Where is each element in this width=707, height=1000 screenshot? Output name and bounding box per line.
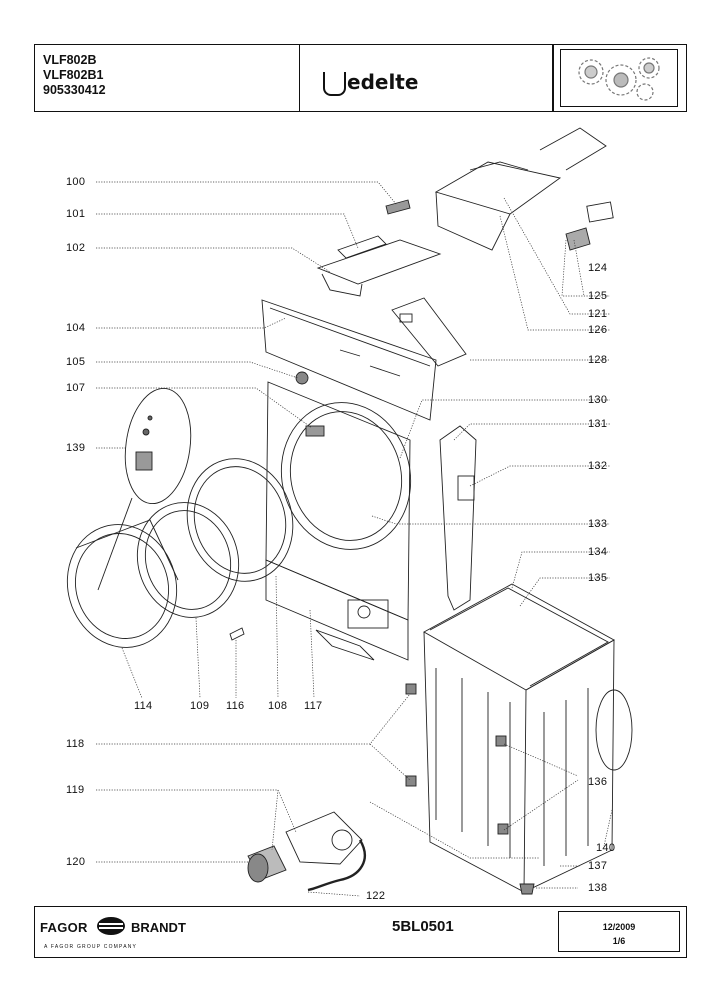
model-numbers: VLF802B VLF802B1 905330412 — [43, 53, 106, 98]
brand-logo-text: edelte — [347, 70, 419, 94]
callout-139: 139 — [66, 442, 86, 454]
callout-130: 130 — [588, 394, 608, 406]
callout-121: 121 — [588, 308, 608, 320]
callout-109: 109 — [190, 700, 210, 712]
callout-126: 126 — [588, 324, 608, 336]
callout-133: 133 — [588, 518, 608, 530]
date-page-box: 12/2009 1/6 — [558, 911, 680, 952]
gears-icon — [560, 49, 678, 107]
callout-135: 135 — [588, 572, 608, 584]
model-line: 905330412 — [43, 83, 106, 97]
callout-117: 117 — [304, 700, 323, 712]
maker-name-left: FAGOR — [40, 920, 88, 935]
callout-120: 120 — [66, 856, 86, 868]
model-line: VLF802B1 — [43, 68, 104, 82]
callout-136: 136 — [588, 776, 608, 788]
header-divider — [552, 44, 554, 112]
callout-116: 116 — [226, 700, 245, 712]
document-code: 5BL0501 — [392, 918, 454, 935]
callout-100: 100 — [66, 176, 86, 188]
callout-122: 122 — [366, 890, 386, 902]
callout-108: 108 — [268, 700, 288, 712]
brand-logo-v — [323, 72, 346, 96]
header-divider — [299, 44, 300, 112]
document-date: 12/2009 — [602, 922, 636, 932]
maker-name-right: BRANDT — [131, 920, 186, 935]
title-block-header — [34, 44, 687, 112]
callout-104: 104 — [66, 322, 86, 334]
callout-132: 132 — [588, 460, 608, 472]
title-block-footer — [34, 906, 687, 958]
callout-119: 119 — [66, 784, 85, 796]
callout-107: 107 — [66, 382, 86, 394]
callout-128: 128 — [588, 354, 608, 366]
callout-134: 134 — [588, 546, 608, 558]
model-line: VLF802B — [43, 53, 97, 67]
callout-138: 138 — [588, 882, 608, 894]
maker-subline: A FAGOR GROUP COMPANY — [44, 944, 138, 950]
callout-114: 114 — [134, 700, 153, 712]
callout-105: 105 — [66, 356, 86, 368]
page-number: 1/6 — [612, 936, 626, 946]
callout-140: 140 — [596, 842, 616, 854]
callout-125: 125 — [588, 290, 608, 302]
callout-131: 131 — [588, 418, 608, 430]
callout-118: 118 — [66, 738, 85, 750]
callout-124: 124 — [588, 262, 608, 274]
callout-102: 102 — [66, 242, 86, 254]
callout-101: 101 — [66, 208, 86, 220]
callout-137: 137 — [588, 860, 608, 872]
